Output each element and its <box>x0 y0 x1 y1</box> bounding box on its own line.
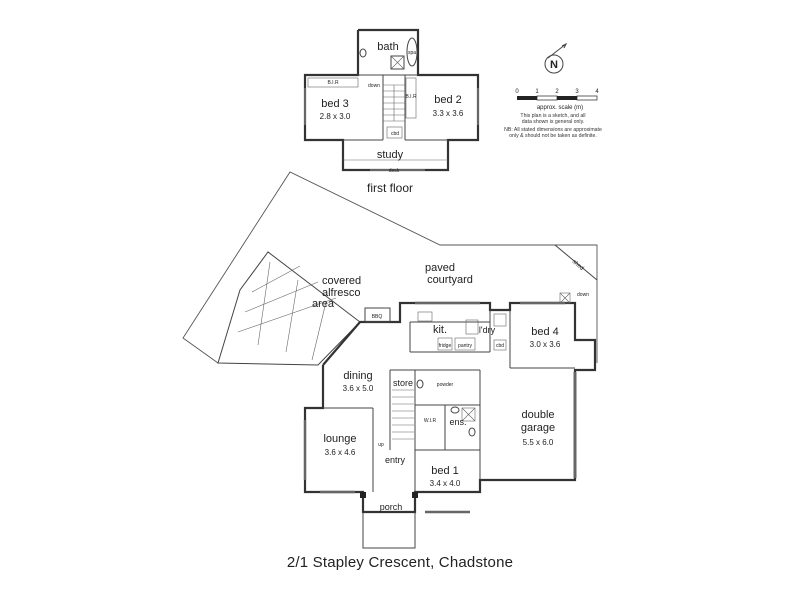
dining-label: dining <box>343 370 372 382</box>
ensuite-basin <box>450 406 460 414</box>
cooktop <box>465 319 479 335</box>
scale-note-1: This plan is a sketch, and all <box>520 113 585 119</box>
pantry-label: pantry <box>458 343 472 349</box>
lounge-dims: 3.6 x 4.6 <box>325 448 356 457</box>
porch-post-left <box>360 492 366 498</box>
scale-label: approx. scale (m) <box>537 105 583 111</box>
first-floor-stairs <box>383 84 405 122</box>
alfresco-pergola <box>217 251 361 366</box>
laundry-label: l'dry <box>479 325 496 335</box>
stair-up-label: up <box>378 442 384 448</box>
laundry-tub <box>493 313 507 327</box>
bed3-label: bed 3 <box>321 98 349 110</box>
sink <box>417 311 433 322</box>
pantry-box <box>454 337 476 351</box>
first-floor-down-label: down <box>368 83 380 89</box>
wir-label: W.I.R <box>424 418 437 424</box>
shower-base <box>390 55 405 70</box>
bed2-dims: 3.3 x 3.6 <box>433 109 464 118</box>
scale-tick-4: 4 <box>595 89 599 95</box>
scale-tick-3: 3 <box>575 89 579 95</box>
kitchen-label: kit. <box>433 324 447 336</box>
fridge-label: fridge <box>439 343 452 349</box>
spa-label: spa <box>408 50 416 56</box>
bed4-label: bed 4 <box>531 326 559 338</box>
scale-note-2: data shown is general only. <box>522 119 584 125</box>
spa-bath <box>406 37 418 67</box>
scale-tick-0: 0 <box>515 89 519 95</box>
dining-dims: 3.6 x 5.0 <box>343 384 374 393</box>
garage-line-2: garage <box>521 422 555 434</box>
alfresco-line-2: alfresco <box>322 287 361 299</box>
bed2-label: bed 2 <box>434 94 462 106</box>
desk-label: desk <box>389 168 400 174</box>
bbq-label: BBQ <box>372 314 383 320</box>
porch-post-right <box>412 492 418 498</box>
bed3-dims: 2.8 x 3.0 <box>320 112 351 121</box>
compass-letter: N <box>550 59 558 71</box>
scale-tick-2: 2 <box>555 89 559 95</box>
cupboard-label: cbd <box>391 131 399 137</box>
pergola-beams <box>237 261 337 361</box>
first-floor-title: first floor <box>367 181 413 195</box>
powder-toilet <box>416 379 424 389</box>
scale-note-4: only & should not be taken as definite. <box>509 133 597 139</box>
store-label: store <box>393 378 413 388</box>
scale-tick-1: 1 <box>535 89 539 95</box>
courtyard-line-2: courtyard <box>427 274 473 286</box>
garage-down-label: down <box>577 292 589 298</box>
cupboard <box>386 126 403 139</box>
bed2-robe <box>405 77 417 119</box>
ensuite-toilet <box>468 427 476 437</box>
bbq-box <box>364 307 391 323</box>
laundry-cbd <box>493 339 507 351</box>
garage-dims: 5.5 x 6.0 <box>523 438 554 447</box>
alfresco-line-1: covered <box>322 275 361 287</box>
porch-label: porch <box>380 502 403 512</box>
ground-floor-plan <box>182 171 598 549</box>
study-label: study <box>377 149 404 161</box>
laundry-cbd-label: cbd <box>496 343 504 349</box>
porch-outline <box>362 512 416 549</box>
shed-wall <box>554 244 598 281</box>
entry-label: entry <box>385 455 406 465</box>
bed3-robe <box>307 77 359 88</box>
bed1-dims: 3.4 x 4.0 <box>430 479 461 488</box>
toilet <box>359 48 367 58</box>
bed4-dims: 3.0 x 3.6 <box>530 340 561 349</box>
ground-floor-stairs <box>392 389 414 440</box>
alfresco-line-3: area <box>312 298 335 310</box>
powder-label: powder <box>437 382 454 388</box>
scale-bar <box>517 95 598 101</box>
property-address: 2/1 Stapley Crescent, Chadstone <box>286 554 514 571</box>
bed3-robe-label: B.I.R <box>327 80 339 86</box>
bed2-robe-label: B.I.R <box>405 94 417 100</box>
ensuite-shower <box>461 407 476 422</box>
site-boundary <box>182 171 598 364</box>
lounge-label: lounge <box>323 433 356 445</box>
fridge-box <box>437 337 453 351</box>
courtyard-line-1: paved <box>425 262 455 274</box>
garage-line-1: double <box>521 409 554 421</box>
compass-icon <box>544 42 568 74</box>
first-floor-plan <box>303 28 480 172</box>
scale-note-3: NB: All stated dimensions are approximat… <box>504 127 602 133</box>
bath-label: bath <box>377 41 398 53</box>
bed1-label: bed 1 <box>431 465 459 477</box>
shed-label: shed <box>571 259 585 272</box>
ensuite-label: ens. <box>449 417 466 427</box>
